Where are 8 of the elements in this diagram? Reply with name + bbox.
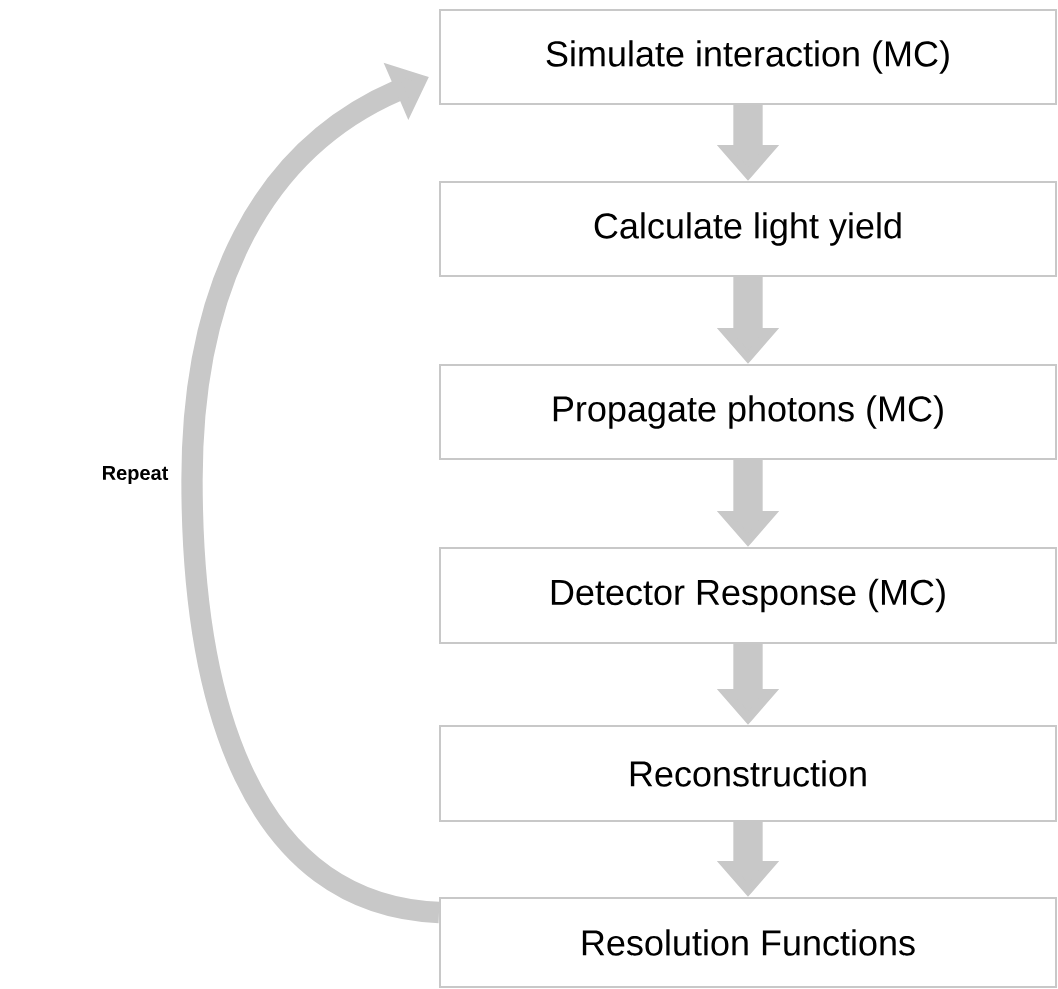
curved-arrow (181, 62, 441, 924)
process-box: Calculate light yield (439, 181, 1057, 277)
process-box: Detector Response (MC) (439, 547, 1057, 644)
process-box: Resolution Functions (439, 897, 1057, 988)
process-box: Simulate interaction (MC) (439, 9, 1057, 105)
process-box: Reconstruction (439, 725, 1057, 822)
process-box: Propagate photons (MC) (439, 364, 1057, 460)
edge-label: Repeat (100, 464, 170, 486)
